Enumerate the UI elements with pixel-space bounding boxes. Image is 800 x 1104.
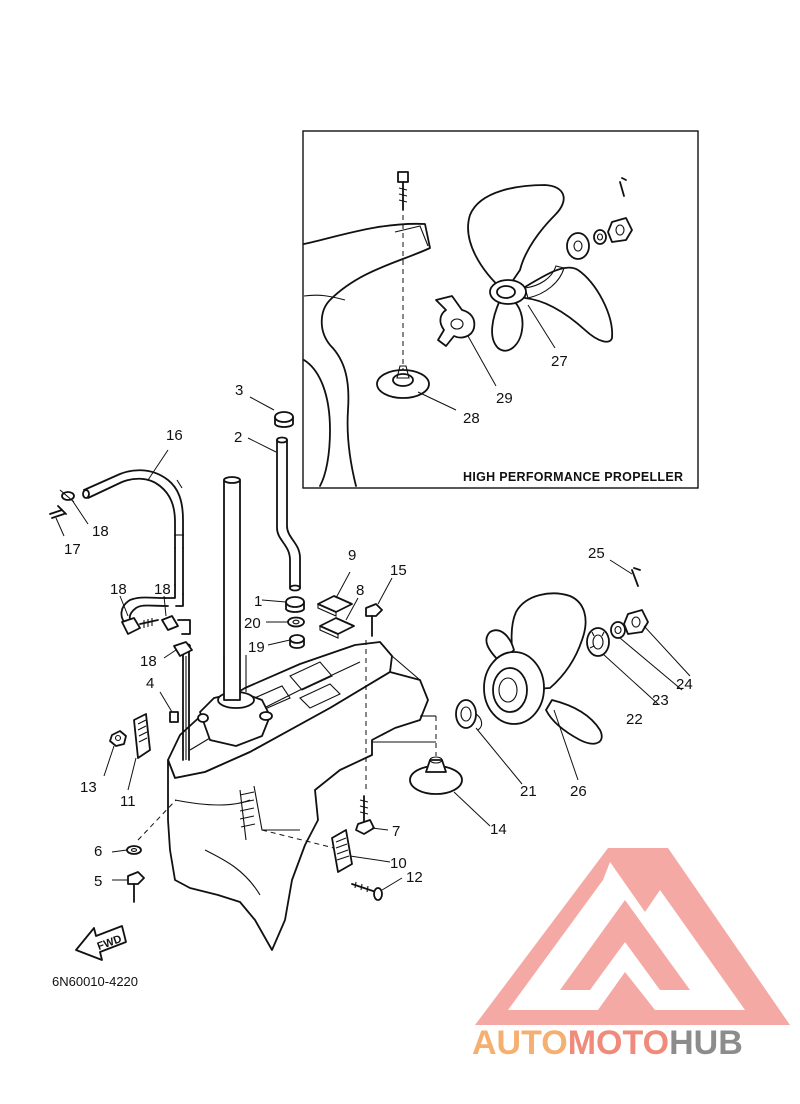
callout-5: 5	[94, 873, 102, 890]
callout-17: 17	[64, 541, 81, 558]
pin-4	[169, 711, 179, 723]
logo-triangle-outer	[475, 848, 790, 1025]
hose-16	[82, 469, 184, 627]
callout-15: 15	[390, 562, 407, 579]
callout-4: 4	[146, 675, 154, 692]
callout-9: 9	[348, 547, 356, 564]
grommet-1	[285, 596, 305, 613]
callout-14: 14	[490, 821, 507, 838]
inset-housing-lower	[303, 359, 331, 487]
inset-nut	[607, 217, 633, 243]
watermark-text: AUTOMOTOHUB	[472, 1024, 743, 1062]
callout-3: 3	[235, 382, 243, 399]
grille-10	[331, 829, 353, 873]
fitting-elbow	[177, 619, 191, 635]
thrust-washer-21	[455, 699, 483, 731]
nut-13	[109, 730, 127, 747]
nut-24	[623, 609, 649, 635]
inset-high-performance: 27 29 28 HIGH PERFORMANCE PROPELLER	[302, 130, 699, 489]
watermark-hub: HUB	[669, 1024, 743, 1062]
callout-18-c: 18	[154, 581, 171, 598]
inset-housing	[303, 222, 431, 487]
callout-7: 7	[392, 823, 400, 840]
callout-28: 28	[463, 410, 480, 427]
callout-27: 27	[551, 353, 568, 370]
callout-18-d: 18	[140, 653, 157, 670]
inset-hub-29	[435, 295, 476, 347]
clip-18-lower	[173, 641, 193, 760]
callout-19: 19	[248, 639, 265, 656]
seal-8	[319, 617, 355, 639]
callout-20: 20	[244, 615, 261, 632]
anode-14	[409, 756, 463, 795]
callout-24: 24	[676, 676, 693, 693]
inset-cotter-pin	[619, 177, 627, 197]
inset-anode-28	[376, 365, 430, 399]
callout-6: 6	[94, 843, 102, 860]
housing-body	[167, 671, 429, 951]
callout-26: 26	[570, 783, 587, 800]
inset-propeller-27	[467, 184, 613, 352]
screw-12	[351, 881, 383, 901]
reference-code: 6N60010-4220	[52, 974, 138, 989]
water-tube-2	[276, 436, 301, 592]
inset-title: HIGH PERFORMANCE PROPELLER	[463, 470, 683, 484]
callout-18-a: 18	[92, 523, 109, 540]
bolt-7	[355, 795, 375, 835]
fitting-17	[49, 505, 67, 519]
bolt-15	[365, 603, 383, 637]
callout-12: 12	[406, 869, 423, 886]
callout-23: 23	[652, 692, 669, 709]
leader-lines	[55, 396, 691, 891]
callout-18-b: 18	[110, 581, 127, 598]
callout-1: 1	[254, 593, 262, 610]
callouts: 3 2 16 18 17 9 15 8 18 18 1 20 19 18 4 1…	[64, 382, 693, 890]
callout-22: 22	[626, 711, 643, 728]
seal-9	[317, 595, 353, 617]
spline-washer-22	[586, 627, 610, 657]
lower-unit-housing	[167, 476, 429, 951]
callout-16: 16	[166, 427, 183, 444]
watermark-moto: MOTO	[568, 1024, 669, 1062]
watermark-auto: AUTO	[472, 1024, 568, 1062]
fitting-nipple	[139, 618, 159, 628]
drive-shaft	[223, 476, 241, 701]
inset-spacer	[593, 229, 607, 245]
callout-29: 29	[496, 390, 513, 407]
callout-21: 21	[520, 783, 537, 800]
callout-25: 25	[588, 545, 605, 562]
callout-13: 13	[80, 779, 97, 796]
inset-bolt	[397, 171, 409, 211]
callout-2: 2	[234, 429, 242, 446]
svg-text:AUTOMOTOHUB: AUTOMOTOHUB	[472, 1024, 743, 1062]
washer-23	[610, 621, 626, 639]
grommet-19	[289, 634, 305, 649]
clip-18-left	[121, 617, 141, 635]
cotter-pin-25	[631, 567, 641, 587]
callout-11: 11	[120, 793, 136, 810]
fwd-arrow: FWD	[75, 925, 127, 961]
plate-11	[133, 713, 151, 759]
grommet-3	[274, 411, 294, 428]
seal-20	[287, 616, 305, 628]
inset-washer	[566, 232, 590, 260]
callout-8: 8	[356, 582, 364, 599]
watermark-logo	[475, 848, 790, 1025]
clip-18-upper	[59, 489, 75, 503]
bolt-5	[127, 871, 145, 903]
propeller-26	[483, 592, 603, 745]
inset-frame	[302, 130, 699, 489]
clip-18-right	[161, 615, 179, 631]
callout-10: 10	[390, 855, 407, 872]
logo-inner-mark	[560, 900, 690, 990]
washer-6	[126, 845, 142, 855]
